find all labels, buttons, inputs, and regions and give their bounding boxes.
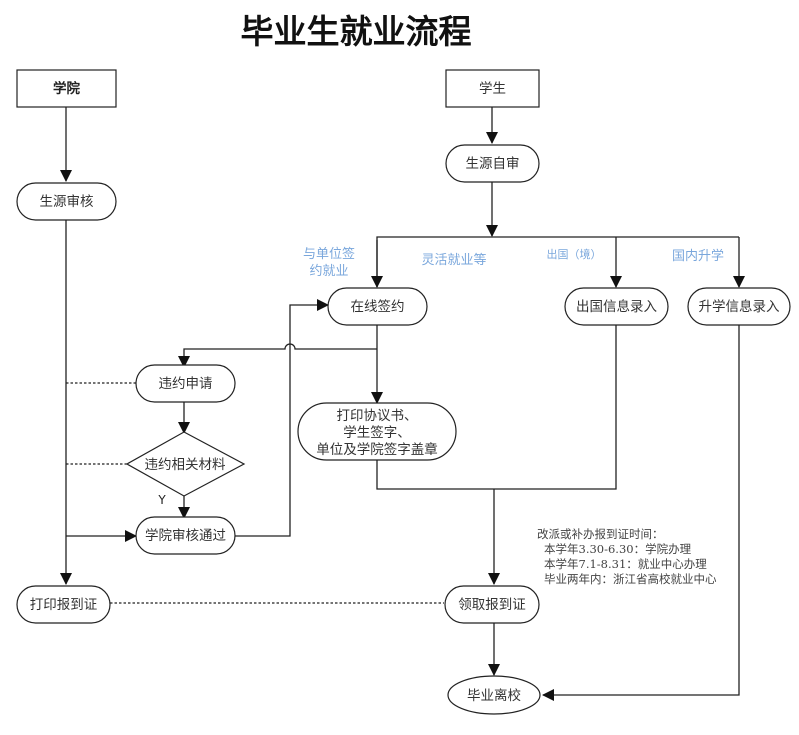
note-line-3: 毕业两年内：浙江省高校就业中心	[544, 572, 717, 586]
node-source-review: 生源审核	[16, 182, 117, 221]
node-self-review: 生源自审	[445, 144, 540, 183]
node-print-report-card-label: 打印报到证	[30, 596, 98, 613]
node-self-review-label: 生源自审	[466, 156, 520, 172]
note-line-2: 本学年7.1-8.31：就业中心办理	[544, 557, 707, 571]
node-further-study-entry: 升学信息录入	[687, 287, 791, 326]
node-breach-materials: 违约相关材料	[125, 431, 246, 497]
decision-yes-label: Y	[157, 493, 166, 507]
page-title: 毕业生就业流程	[241, 12, 472, 51]
connector-print-agreement-to-merge	[376, 460, 494, 490]
lane-student-label: 学生	[479, 81, 506, 97]
reissue-note: 改派或补办报到证时间： 本学年3.30-6.30：学院办理 本学年7.1-8.3…	[537, 527, 717, 586]
branch-label-abroad: 出国（境）	[547, 247, 602, 261]
lane-college-label: 学院	[53, 80, 80, 97]
node-breach-apply-label: 违约申请	[159, 376, 213, 392]
connector-online-sign-to-breach-apply	[178, 343, 377, 368]
connector-abroad-to-merge	[494, 325, 617, 490]
branch-label-sign-employer-1: 与单位签	[303, 246, 355, 262]
node-graduate-leave: 毕业离校	[447, 675, 541, 715]
node-print-agreement-line-1: 打印协议书、	[337, 407, 418, 424]
node-online-sign: 在线签约	[327, 287, 428, 326]
node-source-review-label: 生源审核	[40, 194, 94, 210]
node-print-agreement-line-2: 学生签字、	[343, 424, 411, 441]
branch-label-sign-employer-2: 约就业	[309, 264, 348, 279]
node-breach-materials-label: 违约相关材料	[145, 457, 226, 473]
note-line-1: 本学年3.30-6.30：学院办理	[544, 542, 692, 556]
node-print-agreement: 打印协议书、 学生签字、 单位及学院签字盖章	[297, 402, 457, 461]
connector-further-study-to-graduate	[542, 325, 740, 701]
node-further-study-entry-label: 升学信息录入	[699, 298, 780, 315]
node-abroad-entry-label: 出国信息录入	[576, 298, 657, 315]
branch-label-flexible: 灵活就业等	[421, 252, 486, 268]
lane-student: 学生	[445, 69, 540, 108]
node-online-sign-label: 在线签约	[351, 298, 405, 315]
node-abroad-entry: 出国信息录入	[564, 287, 669, 326]
node-college-approved-label: 学院审核通过	[145, 528, 226, 544]
node-print-report-card: 打印报到证	[16, 585, 111, 624]
node-collect-report-card: 领取报到证	[444, 585, 540, 624]
node-breach-apply: 违约申请	[135, 364, 236, 403]
lane-college: 学院	[16, 69, 117, 108]
node-college-approved: 学院审核通过	[135, 516, 236, 555]
connector-college-approved-to-online-sign	[232, 299, 329, 537]
note-heading: 改派或补办报到证时间：	[537, 527, 664, 541]
node-collect-report-card-label: 领取报到证	[458, 597, 526, 613]
node-print-agreement-line-3: 单位及学院签字盖章	[316, 441, 438, 458]
node-graduate-leave-label: 毕业离校	[467, 687, 521, 704]
branch-label-domestic-study: 国内升学	[672, 248, 724, 264]
